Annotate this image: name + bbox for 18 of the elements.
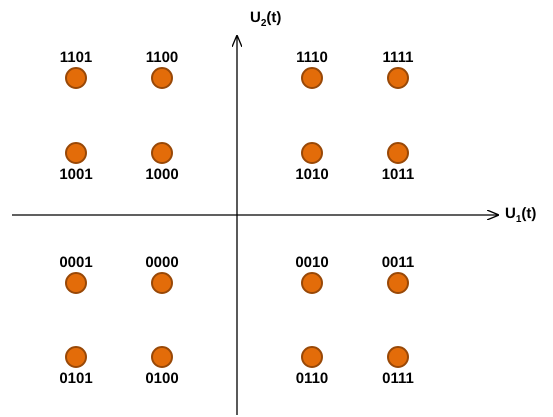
axis-label: U$_{1}$(t): [505, 205, 536, 225]
bit-label: 1000: [144, 166, 180, 183]
axis-label: U$_{2}$(t): [250, 9, 282, 29]
bit-label: 0110: [294, 370, 330, 387]
bit-label: 0111: [381, 370, 415, 387]
bit-label: 1110: [295, 49, 329, 66]
bit-label: 0101: [58, 370, 94, 387]
bit-label: 1010: [294, 166, 330, 183]
bit-label: 1111: [382, 49, 414, 66]
bit-label: 1101: [58, 49, 94, 66]
bit-label: 1100: [144, 49, 180, 66]
bit-label: 0001: [58, 254, 94, 271]
bit-label: 1001: [58, 166, 94, 183]
bit-label: 0010: [294, 254, 330, 271]
bit-label: 0011: [380, 254, 416, 271]
bit-label: 1011: [380, 166, 416, 183]
bit-label: 0000: [144, 254, 180, 271]
bit-label: 0100: [144, 370, 180, 387]
